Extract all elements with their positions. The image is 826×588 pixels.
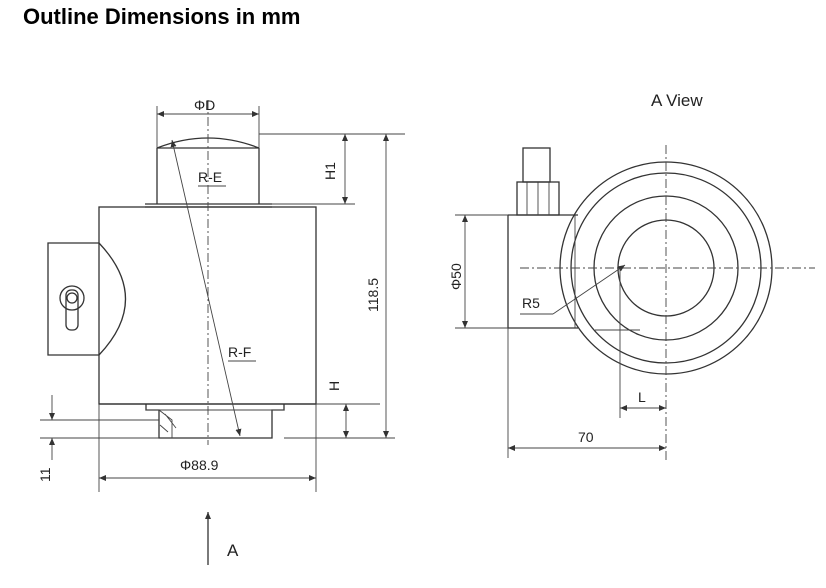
rf-label: R-F bbox=[228, 344, 251, 360]
side-connector bbox=[47, 242, 99, 356]
a-view bbox=[455, 145, 815, 460]
dia-label: Φ88.9 bbox=[180, 457, 219, 473]
h1-label: H1 bbox=[322, 162, 338, 180]
r5-leader bbox=[552, 264, 626, 315]
r5-label: R5 bbox=[522, 295, 540, 311]
cable bbox=[522, 147, 551, 183]
bottom-base bbox=[145, 404, 285, 439]
re-label: R-E bbox=[198, 169, 222, 185]
a-view-label: A View bbox=[651, 91, 703, 110]
phi-d-label: ΦD bbox=[194, 97, 215, 113]
main-body bbox=[98, 206, 317, 405]
eleven-label: 11 bbox=[37, 467, 53, 482]
radius-line bbox=[170, 139, 242, 437]
h-label: H bbox=[326, 381, 342, 391]
front-view bbox=[40, 100, 405, 565]
connector-nut bbox=[59, 285, 85, 311]
a-label: A bbox=[227, 541, 239, 560]
seventy-label: 70 bbox=[578, 429, 594, 445]
height-label: 118.5 bbox=[365, 278, 381, 312]
side-housing bbox=[507, 214, 578, 329]
phi50-label: Φ50 bbox=[448, 263, 464, 290]
l-label: L bbox=[638, 389, 646, 405]
page-title: Outline Dimensions in mm bbox=[23, 4, 301, 29]
